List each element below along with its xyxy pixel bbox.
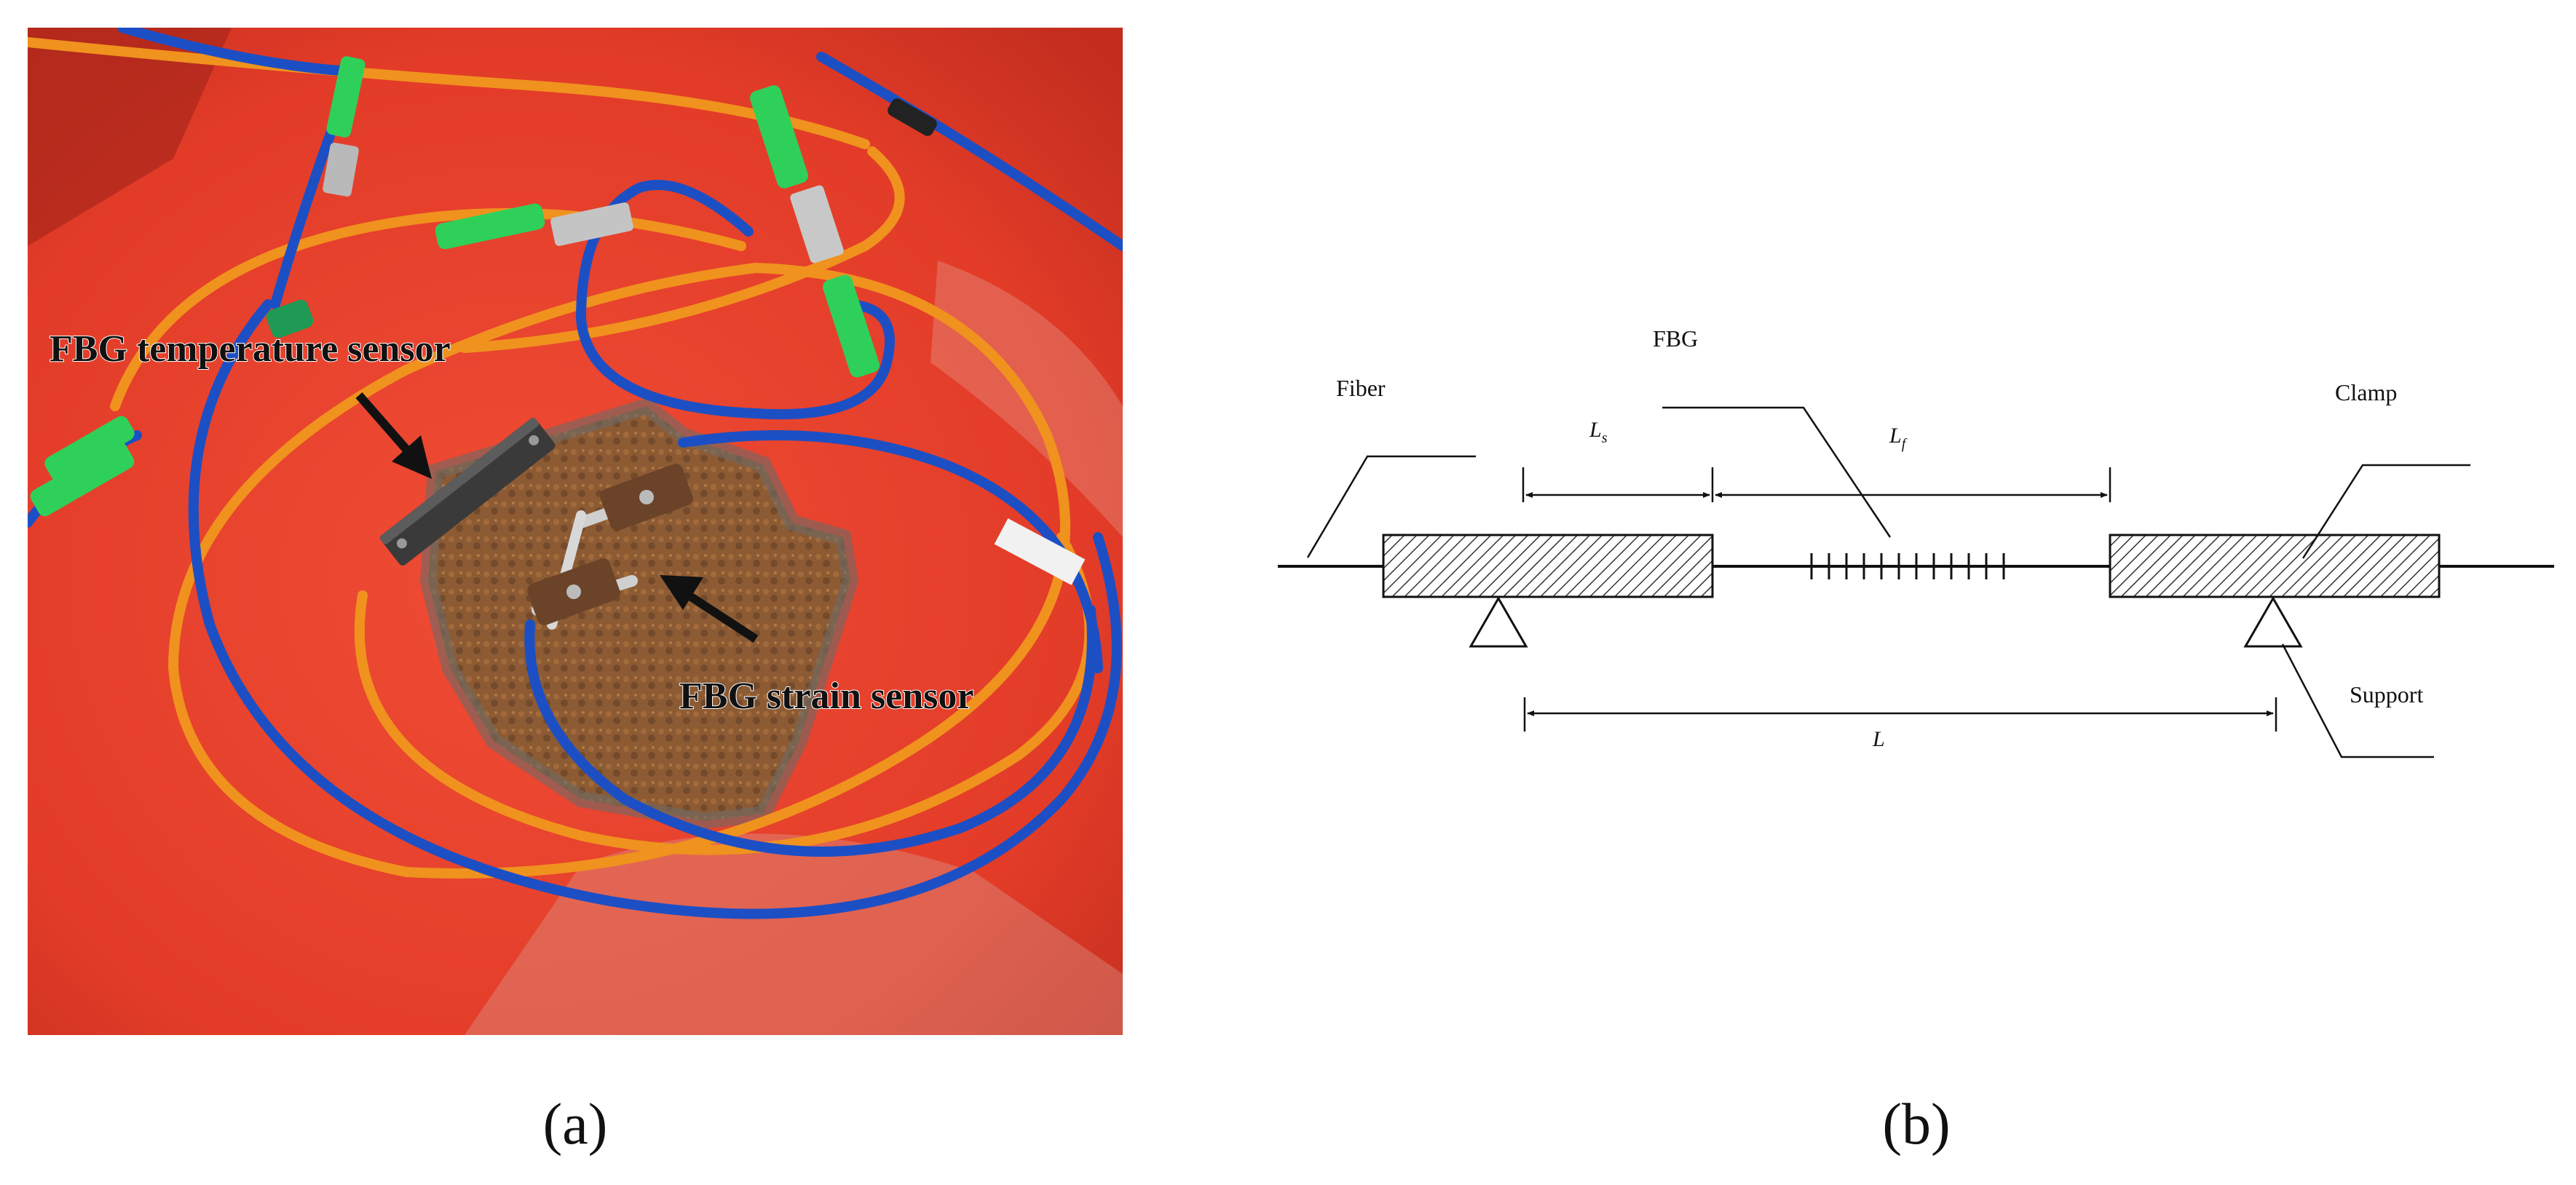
- right-clamp: [2109, 534, 2441, 598]
- l-total-label: L: [1872, 727, 1885, 751]
- clamp-leader: [2302, 464, 2470, 559]
- dimension-extension-lines: [1522, 467, 2277, 732]
- clamp-label: Clamp: [2335, 379, 2397, 405]
- support-leader: [2281, 643, 2434, 758]
- fiber-label: Fiber: [1336, 375, 1386, 401]
- strain-sensor-arrow: [660, 575, 759, 643]
- bonding-patch: [428, 406, 850, 821]
- left-clamp: [1382, 534, 1714, 598]
- panel-a-caption: (a): [542, 1093, 608, 1157]
- support-label: Support: [2350, 681, 2423, 708]
- dark-corner-top: [28, 28, 232, 246]
- fbg-sensor-schematic: FBG Fiber Clamp Support Ls Lf L: [1278, 325, 2554, 758]
- lf-label: Lf: [1889, 424, 1908, 452]
- sensor-installation-photo: FBG temperature sensor FBG strain sensor: [28, 28, 1123, 1035]
- light-wear-area: [465, 833, 1123, 1035]
- fbg-strain-sensor-body: [527, 464, 693, 630]
- fiber-leader: [1306, 455, 1476, 558]
- ls-label: Ls: [1589, 418, 1608, 446]
- fbg-temperature-sensor-body: [379, 417, 556, 566]
- strain-sensor-label: FBG strain sensor: [679, 675, 973, 717]
- fbg-label: FBG: [1653, 325, 1698, 352]
- panel-b-caption: (b): [1882, 1093, 1951, 1157]
- temperature-sensor-arrow: [355, 392, 432, 479]
- fbg-grating: [1810, 553, 2005, 579]
- temperature-sensor-label: FBG temperature sensor: [50, 328, 451, 370]
- cable-tag: [994, 518, 1086, 585]
- green-connectors: [30, 56, 937, 517]
- fbg-leader: [1662, 406, 1892, 538]
- right-support: [2243, 595, 2303, 648]
- patch-grey-rim: [419, 397, 859, 830]
- leader-lines: [1306, 406, 2470, 758]
- left-support: [1469, 595, 1528, 648]
